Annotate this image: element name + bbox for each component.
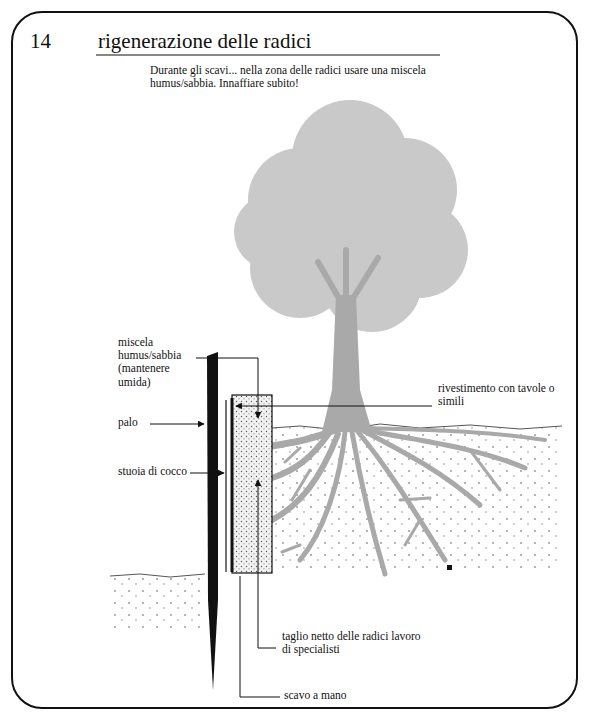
title: rigenerazione delle radici [98,29,311,53]
part-label: miscela humus/sabbia (mantenere umida) [118,336,196,389]
part-label: taglio netto delle radici lavoro di spec… [282,630,422,656]
marker-dot [447,565,452,570]
part-label: scavo a mano [284,689,384,702]
tree-trunk [318,250,378,432]
frame [12,12,577,708]
board-lining [231,398,234,572]
part-label: palo [118,416,158,429]
stake [207,352,218,690]
tree-roots [272,428,545,574]
part-label: stuoia di cocco [118,465,198,478]
humus-sand-fill [232,395,272,573]
tree-canopy [234,100,468,332]
soil [110,424,562,628]
leader-lines [150,358,432,697]
figure-number: 14 [30,29,80,53]
instruction-note: Durante gli scavi... nella zona delle ra… [150,64,450,90]
part-label: rivestimento con tavole o simili [438,382,563,408]
coconut-mat [225,400,227,572]
title-underline [96,54,440,55]
